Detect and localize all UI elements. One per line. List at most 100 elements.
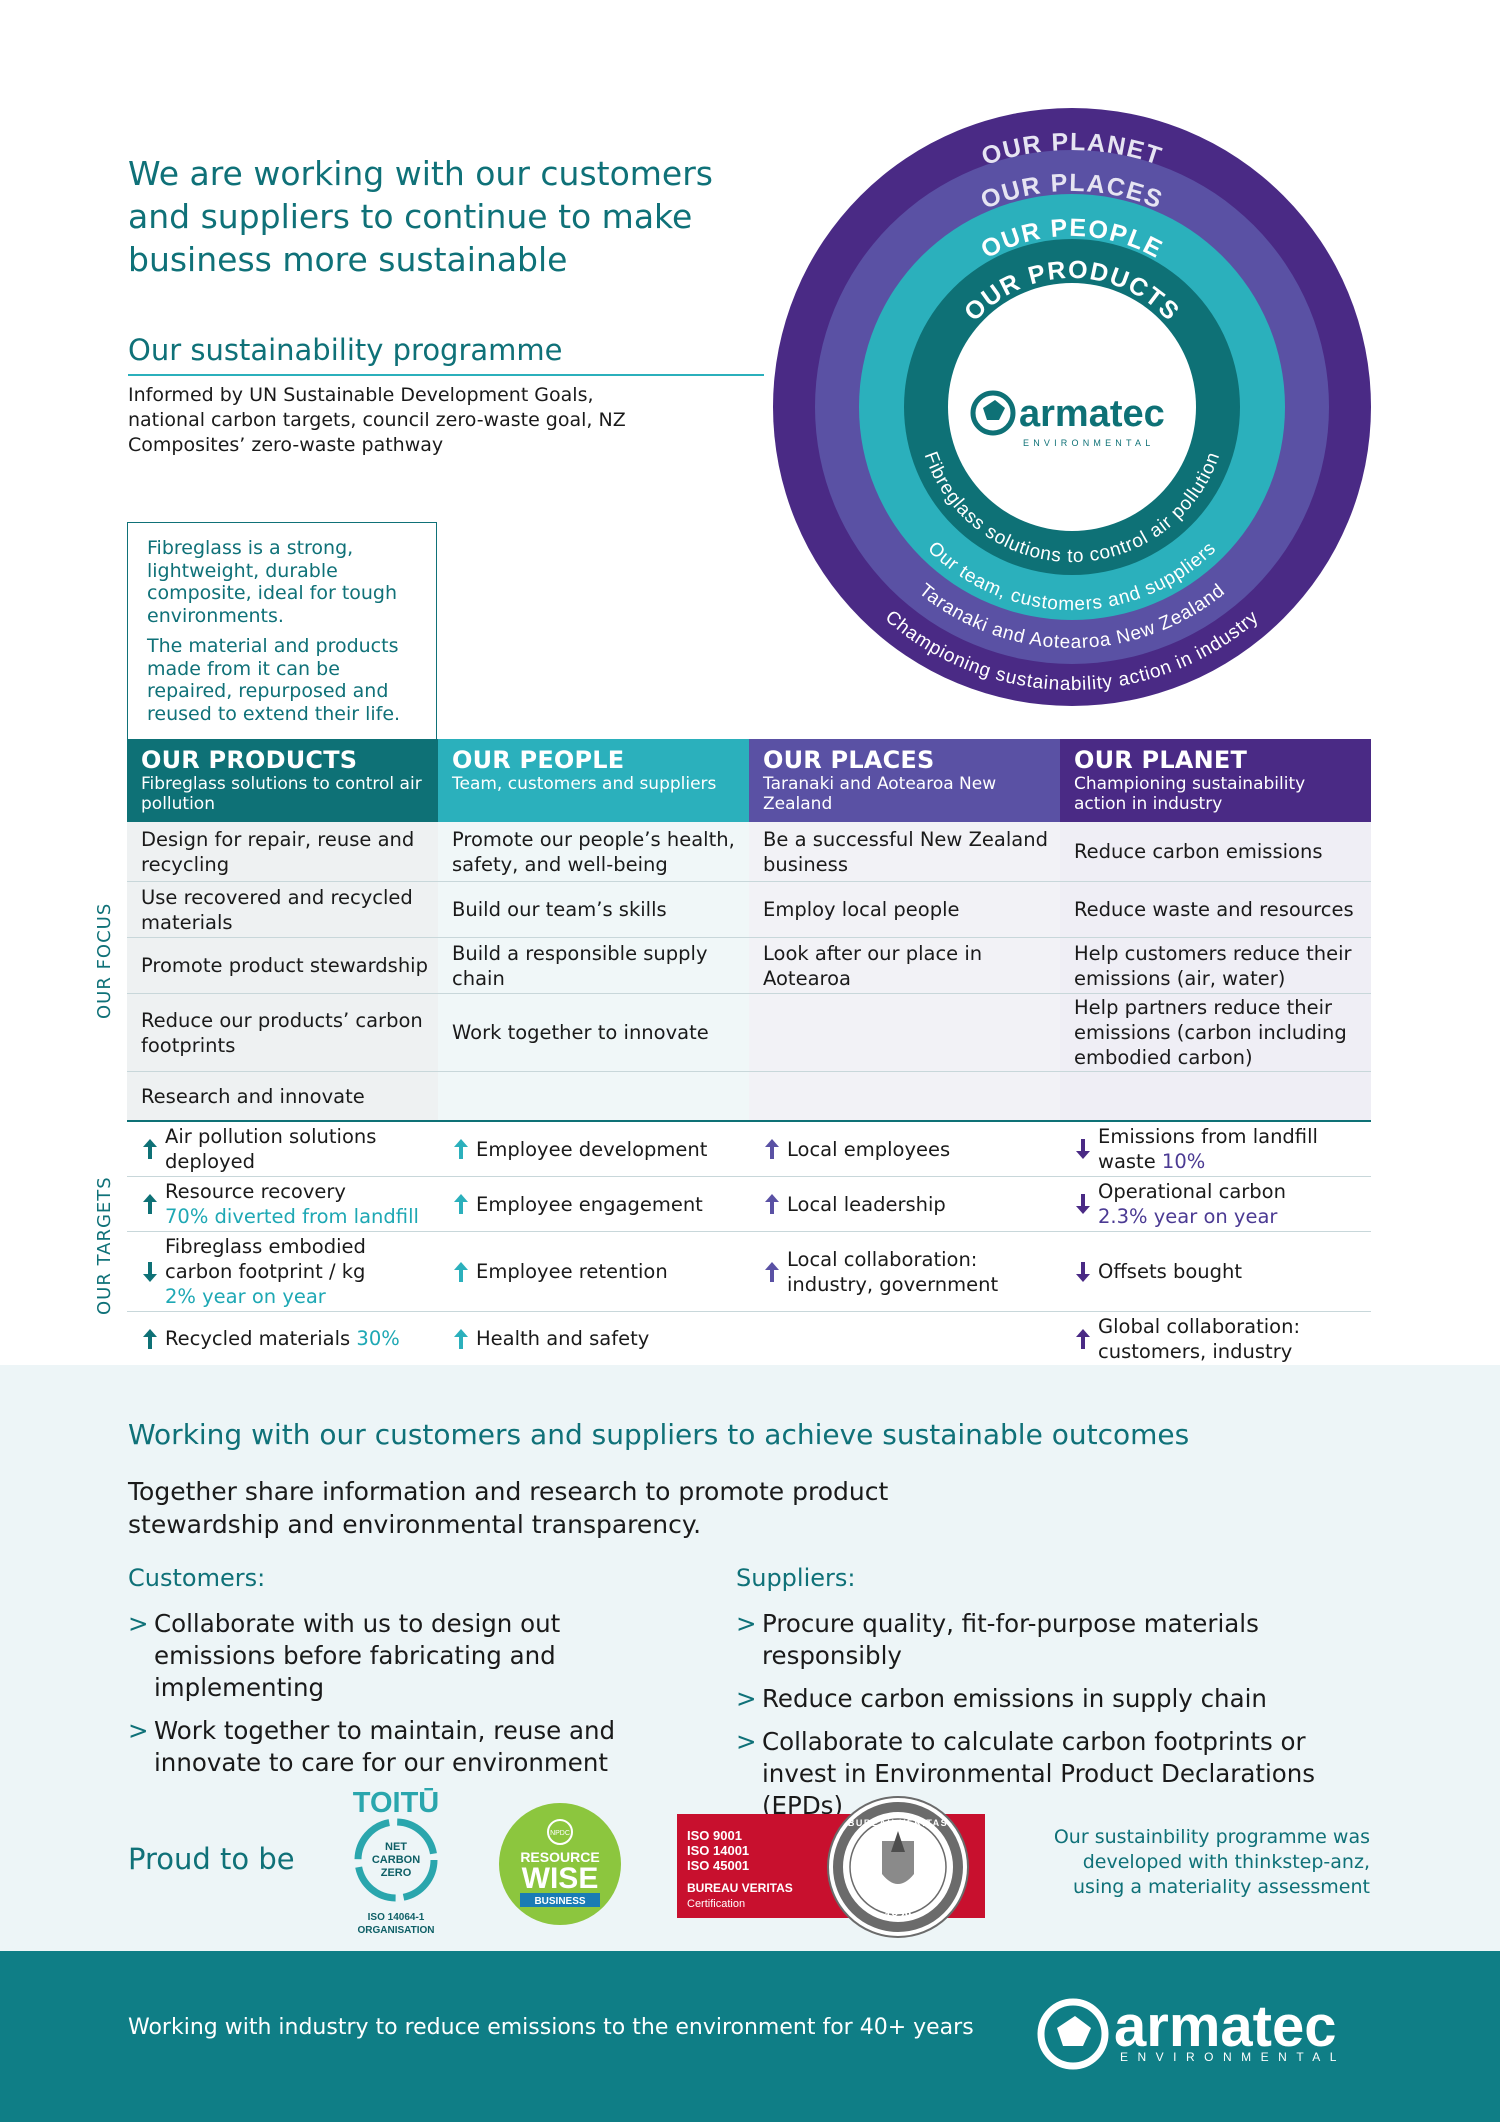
bullet-chevron-icon: > [736,1727,757,1756]
bullet-chevron-icon: > [736,1684,757,1713]
resource-wise-business-logo: NPDC RESOURCE WISE BUSINESS [499,1803,621,1925]
focus-cell: Reduce our products’ carbon footprints [127,994,438,1071]
focus-cell: Build a responsible supply chain [438,938,749,993]
hero-title: We are working with our customers and su… [128,154,713,279]
footer-logo-sub: ENVIRONMENTAL [1120,2050,1346,2064]
column-header-products: OUR PRODUCTS Fibreglass solutions to con… [127,739,438,822]
target-cell: Employee development [438,1122,749,1176]
programme-title: Our sustainability programme [128,333,563,367]
target-label: Local employees [787,1137,951,1161]
customers-title: Customers: [128,1564,266,1592]
svg-text:ZERO: ZERO [381,1867,412,1879]
target-cell: Offsets bought [1060,1232,1371,1311]
focus-cell: Help customers reduce their emissions (a… [1060,938,1371,993]
column-header-people: OUR PEOPLE Team, customers and suppliers [438,739,749,822]
target-cell: Air pollution solutions deployed [127,1122,438,1176]
target-text: Emissions from landfill waste 10% [1098,1124,1365,1174]
focus-rows: Design for repair, reuse and recycling P… [127,822,1371,1122]
svg-text:ISO 14001: ISO 14001 [687,1843,749,1858]
svg-text:ISO 45001: ISO 45001 [687,1858,749,1873]
focus-cell: Work together to innovate [438,994,749,1071]
focus-cell [438,1072,749,1120]
arrow-up-icon [135,1193,165,1215]
bullet-chevron-icon: > [736,1609,757,1638]
list-item: >Work together to maintain, reuse and in… [128,1715,688,1779]
column-subtitle: Taranaki and Aotearoa New Zealand [763,774,997,814]
target-row: Recycled materials 30% Health and safety G… [127,1312,1371,1368]
target-cell: Global collaboration: customers, industr… [1060,1312,1371,1368]
ring-center [948,283,1196,531]
target-highlight: 2% year on year [165,1285,326,1308]
target-highlight: 70% diverted from landfill [165,1205,419,1228]
bureau-veritas-certification-logo: ISO 9001 ISO 14001 ISO 45001 BUREAU VERI… [677,1796,985,1938]
svg-text:NET: NET [385,1841,407,1853]
list-item: >Procure quality, fit-for-purpose materi… [736,1608,1376,1672]
svg-text:CARBON: CARBON [372,1854,420,1866]
focus-cell: Research and innovate [127,1072,438,1120]
column-header-places: OUR PLACES Taranaki and Aotearoa New Zea… [749,739,1060,822]
list-item-text: Procure quality, fit-for-purpose materia… [762,1609,1259,1670]
target-label: Resource recovery [165,1180,346,1203]
target-cell: Employee engagement [438,1177,749,1231]
focus-row: Reduce our products’ carbon footprints W… [127,994,1371,1072]
materiality-note: Our sustainbility programme was develope… [1053,1826,1370,1898]
footer-armatec-logo: armatec ENVIRONMENTAL [1037,1996,1346,2070]
bullet-chevron-icon: > [128,1716,149,1745]
target-text: Health and safety [476,1326,649,1351]
target-label: Emissions from landfill waste [1098,1125,1318,1173]
armatec-logo-icon [1037,1998,1109,2070]
svg-text:TOITŪ: TOITŪ [353,1787,439,1819]
target-text: Offsets bought [1098,1259,1242,1284]
target-label: Offsets bought [1098,1260,1242,1283]
focus-cell: Promote our people’s health, safety, and… [438,822,749,881]
collaboration-title: Working with our customers and suppliers… [128,1418,1190,1451]
programme-divider [128,374,764,376]
target-cell: Local collaboration: industry, governmen… [749,1232,1060,1311]
svg-text:RESOURCE: RESOURCE [520,1849,599,1865]
center-logo-word: armatec [1019,393,1165,435]
target-cell: Health and safety [438,1312,749,1368]
target-label: Local leadership [787,1192,946,1216]
target-cell: Recycled materials 30% [127,1312,438,1368]
column-title: OUR PEOPLE [452,746,625,774]
fibreglass-text-1: Fibreglass is a strong, lightweight, dur… [147,537,398,627]
svg-text:BUREAU VERITAS: BUREAU VERITAS [687,1881,793,1895]
focus-cell: Use recovered and recycled materials [127,882,438,937]
column-subtitle: Team, customers and suppliers [452,774,717,794]
arrow-down-icon [1068,1261,1098,1283]
customers-list: >Collaborate with us to design out emiss… [128,1608,688,1790]
suppliers-title: Suppliers: [736,1564,856,1592]
footer-tagline: Working with industry to reduce emission… [128,2015,974,2040]
center-logo-sub: ENVIRONMENTAL [1023,438,1154,448]
focus-cell: Reduce carbon emissions [1060,822,1371,881]
svg-text:ISO 9001: ISO 9001 [687,1828,742,1843]
fibreglass-text-2: The material and products made from it c… [147,635,401,725]
collaboration-body: Together share information and research … [128,1477,889,1539]
target-label: Employee development [476,1137,708,1161]
focus-cell: Build our team’s skills [438,882,749,937]
arrow-up-icon [1068,1328,1098,1350]
programme-table: OUR PRODUCTS Fibreglass solutions to con… [127,739,1371,1368]
svg-text:WISE: WISE [522,1862,599,1895]
focus-cell: Help partners reduce their emissions (ca… [1060,994,1371,1071]
bullet-chevron-icon: > [128,1609,149,1638]
focus-cell: Promote product stewardship [127,938,438,993]
target-text: Global collaboration: customers, industr… [1098,1314,1365,1364]
focus-cell: Reduce waste and resources [1060,882,1371,937]
target-text: Recycled materials 30% [165,1326,400,1351]
target-highlight: 10% [1161,1150,1206,1173]
focus-row: Research and innovate [127,1072,1371,1122]
target-cell: Fibreglass embodied carbon footprint / k… [127,1232,438,1311]
our-focus-label: OUR FOCUS [94,902,115,1019]
target-row: Fibreglass embodied carbon footprint / k… [127,1232,1371,1312]
arrow-up-icon [757,1138,787,1160]
armatec-logo-icon [970,390,1016,436]
list-item-text: Collaborate with us to design out emissi… [154,1609,561,1702]
target-text: Employee engagement [476,1192,703,1217]
table-header-row: OUR PRODUCTS Fibreglass solutions to con… [127,739,1371,822]
target-highlight: 30% [356,1327,400,1350]
target-label: Employee engagement [476,1192,703,1216]
